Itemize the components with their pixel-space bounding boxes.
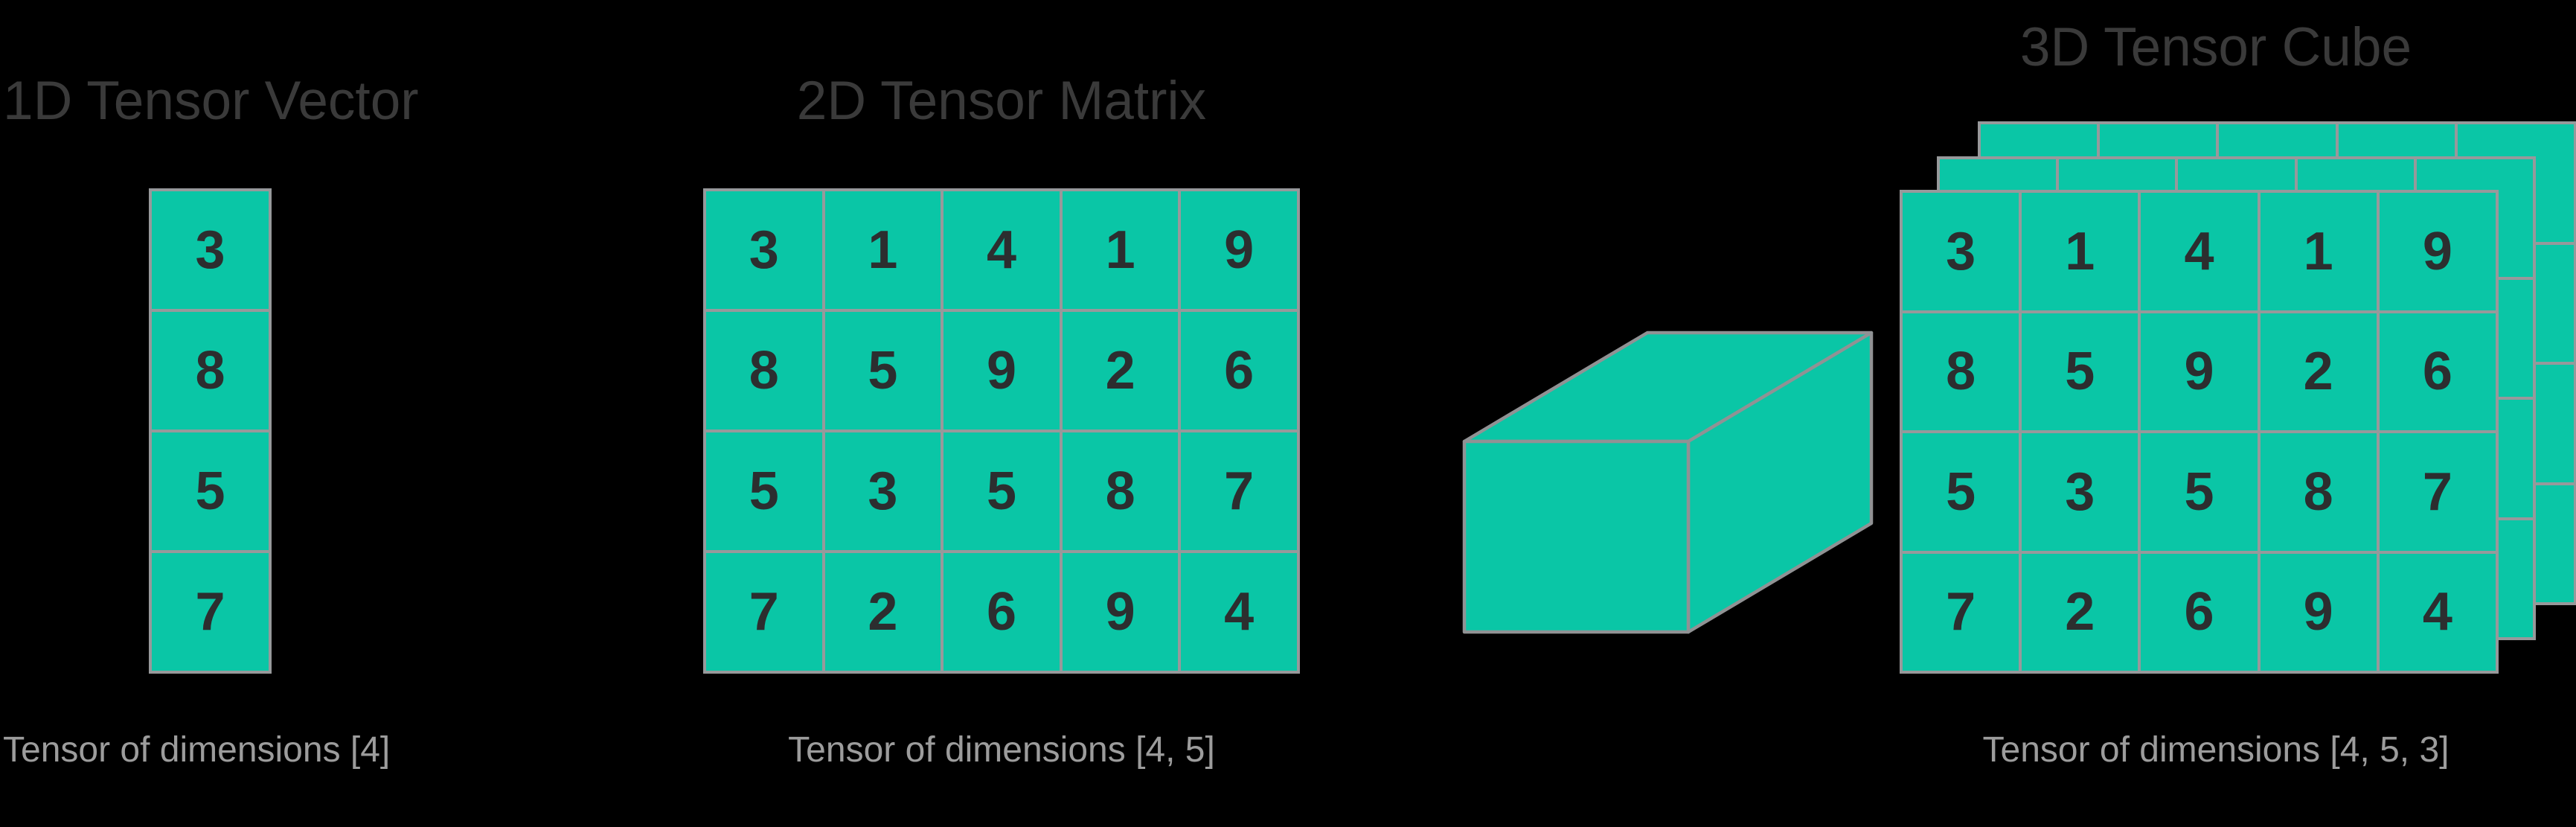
tensor-cell: 4 bbox=[2379, 553, 2496, 671]
tensor-cell: 7 bbox=[1903, 553, 2019, 671]
tensor-cell: 6 bbox=[2141, 553, 2258, 671]
tensor-cell: 1 bbox=[2260, 193, 2377, 310]
tensor-cell: 9 bbox=[2379, 193, 2496, 310]
tensor-cell: 6 bbox=[1181, 312, 1297, 430]
vector-caption: Tensor of dimensions [4] bbox=[3, 730, 391, 770]
tensor-cell: 8 bbox=[1903, 313, 2019, 430]
tensor-cell: 4 bbox=[2141, 193, 2258, 310]
tensor-cell: 5 bbox=[1903, 433, 2019, 551]
tensor-cell: 9 bbox=[943, 312, 1060, 430]
tensor-cell: 3 bbox=[706, 191, 822, 309]
tensor-cell: 3 bbox=[1903, 193, 2019, 310]
tensor-cell: 5 bbox=[706, 432, 822, 550]
tensor-cell: 9 bbox=[2141, 313, 2258, 430]
tensor-cell: 2 bbox=[2022, 553, 2138, 671]
tensor-cell: 5 bbox=[2141, 433, 2258, 551]
tensor-cell: 5 bbox=[152, 432, 269, 550]
tensor-cell: 6 bbox=[2379, 313, 2496, 430]
tensor-cell: 2 bbox=[824, 553, 941, 671]
tensor-cell: 5 bbox=[824, 312, 941, 430]
cube-caption: Tensor of dimensions [4, 5, 3] bbox=[1982, 730, 2450, 770]
tensor-cell: 5 bbox=[2022, 313, 2138, 430]
matrix-caption: Tensor of dimensions [4, 5] bbox=[788, 730, 1215, 770]
tensor-cell: 6 bbox=[943, 553, 1060, 671]
tensor-cell: 1 bbox=[824, 191, 941, 309]
tensor-cell: 2 bbox=[2260, 313, 2377, 430]
tensor-cell: 9 bbox=[1062, 553, 1179, 671]
tensor-cell: 8 bbox=[2260, 433, 2377, 551]
tensor-cell: 4 bbox=[1181, 553, 1297, 671]
tensor-cell: 9 bbox=[2260, 553, 2377, 671]
cube-title: 3D Tensor Cube bbox=[2019, 17, 2412, 77]
tensor-cell: 7 bbox=[2379, 433, 2496, 551]
tensor-cell: 4 bbox=[943, 191, 1060, 309]
tensor-cell: 3 bbox=[152, 191, 269, 309]
tensor-cell: 9 bbox=[1181, 191, 1297, 309]
tensor-cell: 1 bbox=[1062, 191, 1179, 309]
tensor-cell: 1 bbox=[2022, 193, 2138, 310]
tensor-cell: 8 bbox=[1062, 432, 1179, 550]
cube-3d-illustration bbox=[1462, 331, 1874, 634]
tensor-cell: 5 bbox=[943, 432, 1060, 550]
tensor-cell: 3 bbox=[824, 432, 941, 550]
matrix-title: 2D Tensor Matrix bbox=[796, 71, 1207, 131]
tensor-cell: 2 bbox=[1062, 312, 1179, 430]
tensor-cell: 3 bbox=[2022, 433, 2138, 551]
tensor-cell: 8 bbox=[152, 312, 269, 430]
tensor-cell: 8 bbox=[706, 312, 822, 430]
tensor-cell: 7 bbox=[1181, 432, 1297, 550]
vector-title: 1D Tensor Vector bbox=[3, 71, 419, 131]
tensor-cell: 7 bbox=[706, 553, 822, 671]
tensor-cell: 7 bbox=[152, 553, 269, 671]
cube-front-face bbox=[1462, 439, 1691, 634]
